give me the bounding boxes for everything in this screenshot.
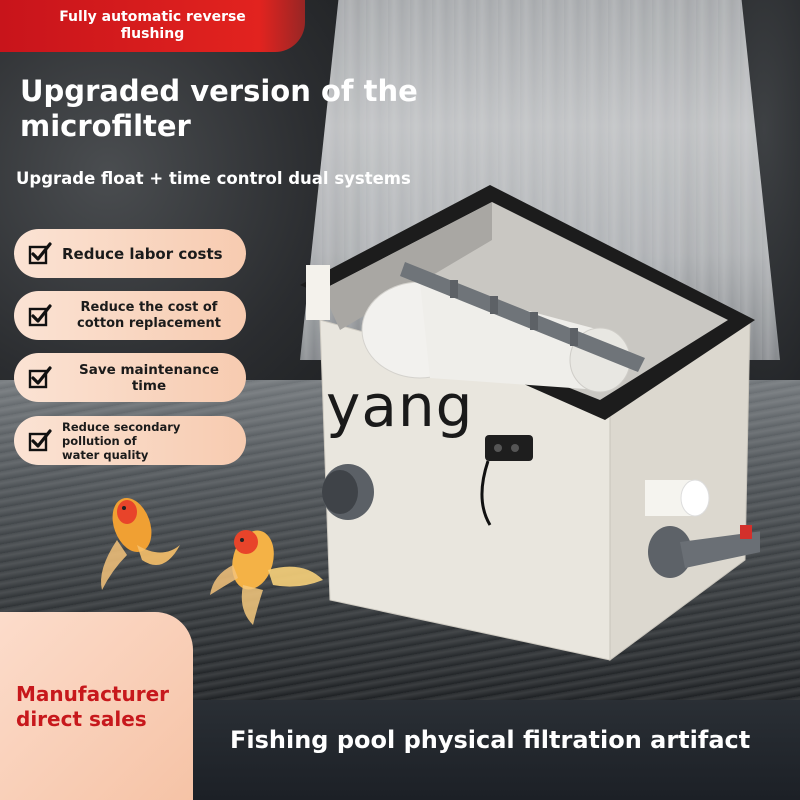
watermark: yang: [326, 372, 474, 440]
feature-pill-cotton: Reduce the cost of cotton replacement: [14, 291, 246, 340]
feature-label: Reduce labor costs: [62, 245, 246, 263]
feature-label-line2: cotton replacement: [77, 315, 221, 331]
koi-fish-2: [210, 530, 323, 625]
feature-label-line2: water quality: [62, 447, 149, 462]
headline: Upgraded version of the microfilter: [20, 74, 460, 144]
feature-label: Reduce secondary pollution of water qual…: [62, 420, 246, 462]
feature-label-line1: Reduce the cost of: [80, 299, 218, 315]
top-banner-line1: Fully automatic reverse: [59, 9, 246, 25]
feature-label-line1: Save maintenance: [78, 361, 219, 378]
callout-line1: Manufacturer: [16, 682, 170, 706]
checkbox-check-icon: [28, 241, 52, 264]
checkbox-check-icon: [28, 303, 52, 326]
headline-line2: microfilter: [20, 109, 191, 143]
callout-line2: direct sales: [16, 707, 147, 731]
feature-pill-labor: Reduce labor costs: [14, 229, 246, 278]
checkbox-check-icon: [28, 365, 52, 388]
feature-pill-maintenance: Save maintenance time: [14, 353, 246, 402]
top-banner: Fully automatic reverse flushing: [0, 0, 305, 52]
callout-panel: [0, 612, 193, 800]
microfilter-product-image: [300, 185, 760, 661]
feature-pill-pollution: Reduce secondary pollution of water qual…: [14, 416, 246, 465]
headline-line1: Upgraded version of the: [20, 74, 418, 108]
subheadline: Upgrade float + time control dual system…: [16, 169, 411, 188]
top-banner-line2: flushing: [120, 26, 185, 42]
checkbox-check-icon: [28, 428, 52, 451]
feature-label: Reduce the cost of cotton replacement: [62, 300, 246, 332]
feature-label: Save maintenance time: [62, 362, 246, 394]
feature-label-line1: Reduce labor costs: [62, 244, 223, 263]
koi-fish-1: [101, 497, 180, 590]
footer-title: Fishing pool physical filtration artifac…: [230, 726, 751, 754]
feature-label-line1: Reduce secondary pollution of: [62, 419, 181, 448]
feature-label-line2: time: [131, 377, 167, 394]
callout-text: Manufacturer direct sales: [16, 682, 191, 732]
